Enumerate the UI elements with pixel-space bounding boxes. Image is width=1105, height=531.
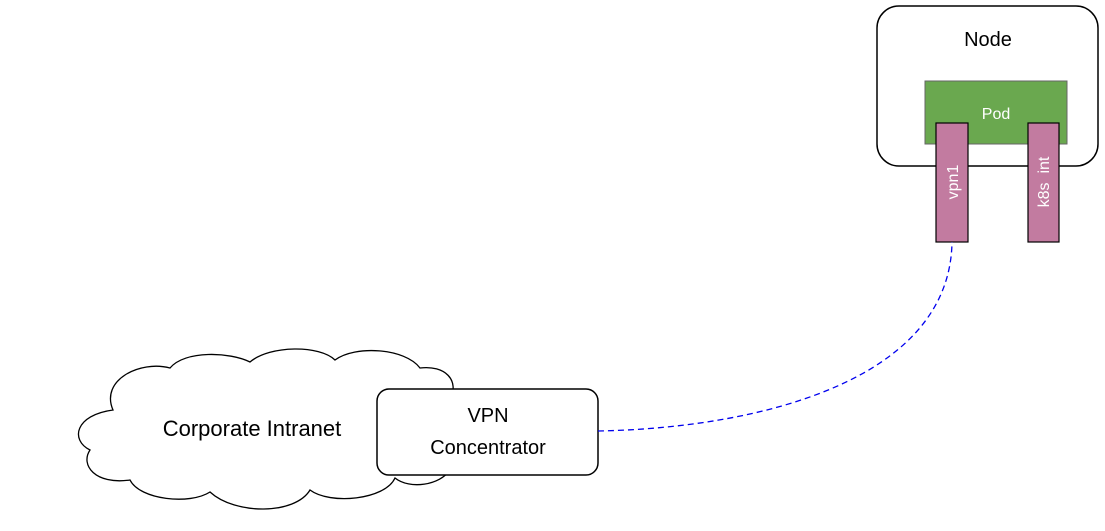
vpn-concentrator-label-line2: Concentrator [430, 437, 546, 459]
cloud-label: Corporate Intranet [163, 416, 342, 441]
interface-k8s-int-label: k8s int [1036, 156, 1053, 207]
pod-label: Pod [982, 106, 1010, 123]
vpn-concentrator-label-line1: VPN [467, 405, 508, 427]
node-label: Node [964, 29, 1012, 51]
vpn-concentrator-box[interactable] [376, 388, 599, 476]
interface-vpn1-label: vpn1 [945, 165, 962, 200]
interface-vpn1[interactable] [935, 122, 969, 243]
interface-k8s-int[interactable] [1027, 122, 1060, 243]
cloud-shape[interactable] [77, 348, 454, 510]
vpn-connection-line[interactable] [597, 241, 953, 432]
